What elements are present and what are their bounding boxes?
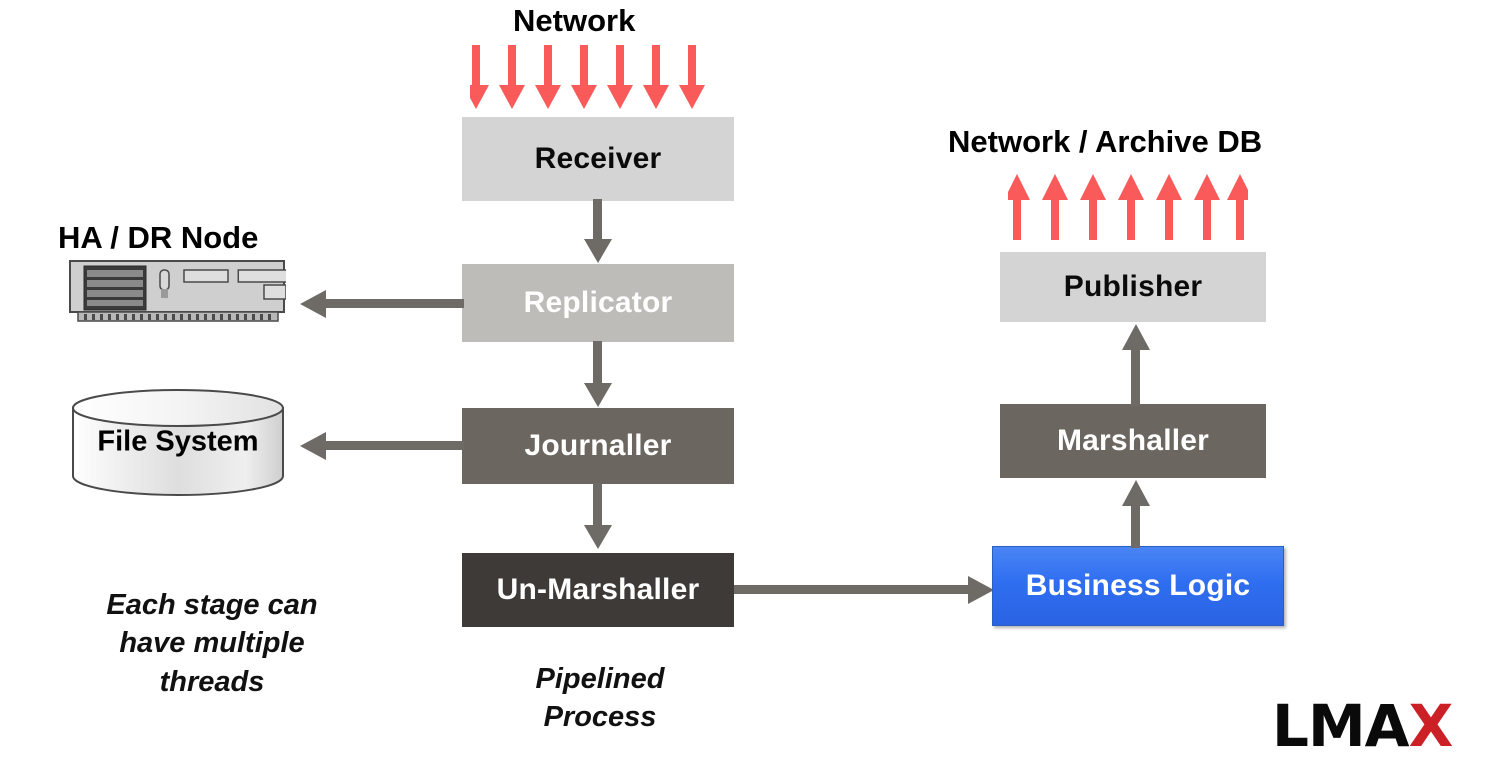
connector-journaller-to-file-system <box>300 432 464 460</box>
network-outbound-arrows <box>1008 174 1248 240</box>
cylinder-shape <box>72 389 284 496</box>
each-stage-line-1: Each stage can <box>106 589 318 621</box>
pipelined-process-caption: Pipelined Process <box>480 660 720 737</box>
network-inbound-label: Network <box>513 3 636 38</box>
connector-business-logic-to-marshaller <box>1122 480 1150 548</box>
each-stage-caption: Each stage can have multiple threads <box>62 586 362 701</box>
stage-box-publisher[interactable]: Publisher <box>1000 252 1266 322</box>
connector-replicator-to-journaller <box>584 341 612 407</box>
connector-marshaller-to-publisher <box>1122 324 1150 406</box>
lmax-logo-text-red: X <box>1408 692 1454 760</box>
ha-dr-node-label: HA / DR Node <box>58 220 259 255</box>
each-stage-line-2: have multiple <box>119 627 305 660</box>
stage-box-journaller[interactable]: Journaller <box>462 408 734 484</box>
connector-journaller-to-unmarshaller <box>584 483 612 549</box>
stage-label-business-logic: Business Logic <box>1025 569 1251 602</box>
stage-box-receiver[interactable]: Receiver <box>462 117 734 201</box>
stage-label-replicator: Replicator <box>523 286 673 319</box>
network-outbound-label: Network / Archive DB <box>948 124 1263 159</box>
each-stage-line-3: threads <box>159 665 265 698</box>
lmax-logo: LMAX <box>1272 697 1453 755</box>
stage-label-marshaller: Marshaller <box>1056 424 1210 457</box>
file-system-label: File System <box>97 425 259 458</box>
stage-label-journaller: Journaller <box>524 429 672 462</box>
pipelined-process-line-2: Process <box>543 701 657 734</box>
connector-unmarshaller-to-business-logic <box>734 576 994 604</box>
stage-box-unmarshaller[interactable]: Un-Marshaller <box>462 553 734 627</box>
stage-box-marshaller[interactable]: Marshaller <box>1000 404 1266 478</box>
lmax-logo-text-black: LMA <box>1272 692 1410 760</box>
pipelined-process-line-1: Pipelined <box>535 663 665 695</box>
server-appliance-icon <box>69 260 286 322</box>
network-inbound-arrows <box>470 45 705 109</box>
stage-label-publisher: Publisher <box>1063 270 1203 303</box>
stage-label-unmarshaller: Un-Marshaller <box>496 573 700 606</box>
stage-label-receiver: Receiver <box>534 142 662 175</box>
connector-receiver-to-replicator <box>584 199 612 263</box>
connector-replicator-to-ha-dr-node <box>300 290 464 318</box>
stage-box-replicator[interactable]: Replicator <box>462 264 734 342</box>
stage-box-business-logic[interactable]: Business Logic <box>992 546 1284 626</box>
file-system-cylinder: File System <box>70 388 286 496</box>
